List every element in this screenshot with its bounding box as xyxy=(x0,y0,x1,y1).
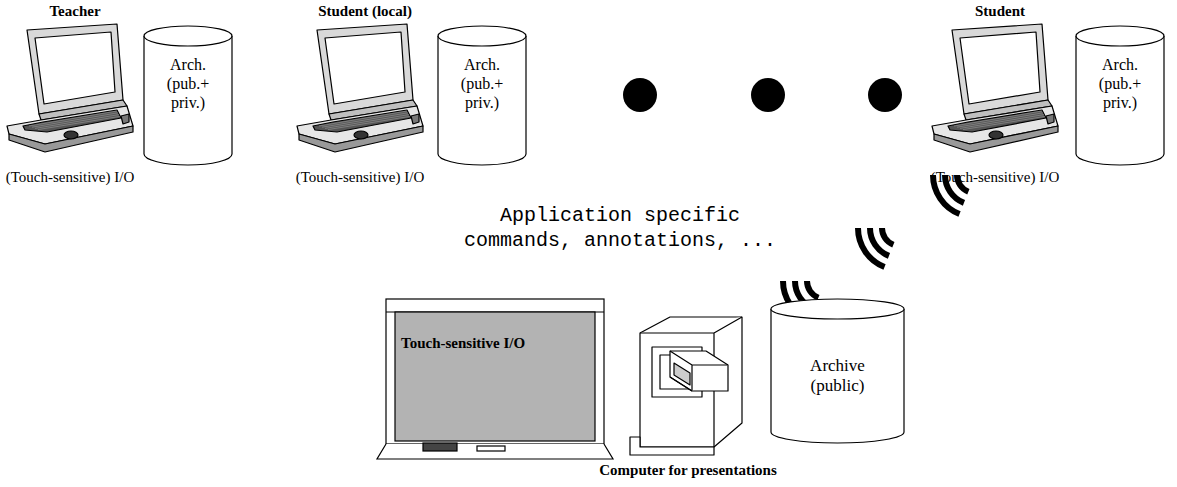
laptop-node: Teacher (Touch-sensitive) I/O xyxy=(0,0,150,215)
laptop-icon xyxy=(932,24,1058,152)
node-outline xyxy=(385,298,605,463)
role-heading: Student (local) xyxy=(290,2,440,20)
io-label: (Touch-sensitive) I/O xyxy=(295,168,425,186)
whiteboard-frame xyxy=(377,299,613,459)
wireless-waves xyxy=(783,175,968,320)
laptop-icon xyxy=(7,24,133,152)
laptop-node: Student (Touch-sensitive) I/O xyxy=(925,0,1075,215)
archive-cylinder: Archive (public) xyxy=(770,298,905,443)
cylinder-body xyxy=(771,309,904,443)
io-label: (Touch-sensitive) I/O xyxy=(5,168,135,186)
board-label: Touch-sensitive I/O xyxy=(401,334,525,352)
node-outline xyxy=(588,315,788,483)
cylinder-top xyxy=(438,26,526,46)
io-label: (Touch-sensitive) I/O xyxy=(930,168,1060,186)
archive-cylinder: Arch. (pub.+ priv.) xyxy=(143,25,233,165)
whiteboard: Touch-sensitive I/O xyxy=(385,298,605,463)
archive-label: Archive (public) xyxy=(800,356,875,397)
cylinder-body xyxy=(1076,36,1164,165)
cylinder-top xyxy=(1076,26,1164,46)
archive-label: Arch. (pub.+ priv.) xyxy=(449,55,515,113)
archive-cylinder: Arch. (pub.+ priv.) xyxy=(1075,25,1165,165)
message-label: Application specific commands, annotatio… xyxy=(455,203,785,253)
presentation-computer: Computer for presentations xyxy=(588,315,788,483)
wave-arc xyxy=(807,281,818,298)
role-heading: Teacher xyxy=(0,2,150,20)
cylinder-body xyxy=(144,36,232,165)
cylinder-top xyxy=(144,26,232,46)
wave-arc xyxy=(858,228,885,267)
laptop-icon xyxy=(297,24,423,152)
computer-caption: Computer for presentations xyxy=(588,461,788,479)
role-heading: Student xyxy=(925,2,1075,20)
cylinder-top xyxy=(771,299,904,319)
laptop-node: Student (local) (Touch-sensitive) I/O xyxy=(290,0,440,215)
archive-label: Arch. (pub.+ priv.) xyxy=(155,55,221,113)
ellipsis-dots xyxy=(623,78,902,112)
wave-arc xyxy=(882,228,893,245)
wave-arc xyxy=(870,228,889,256)
archive-cylinder: Arch. (pub.+ priv.) xyxy=(437,25,527,165)
archive-label: Arch. (pub.+ priv.) xyxy=(1087,55,1153,113)
computer-icon xyxy=(630,317,742,455)
cylinder-body xyxy=(438,36,526,165)
